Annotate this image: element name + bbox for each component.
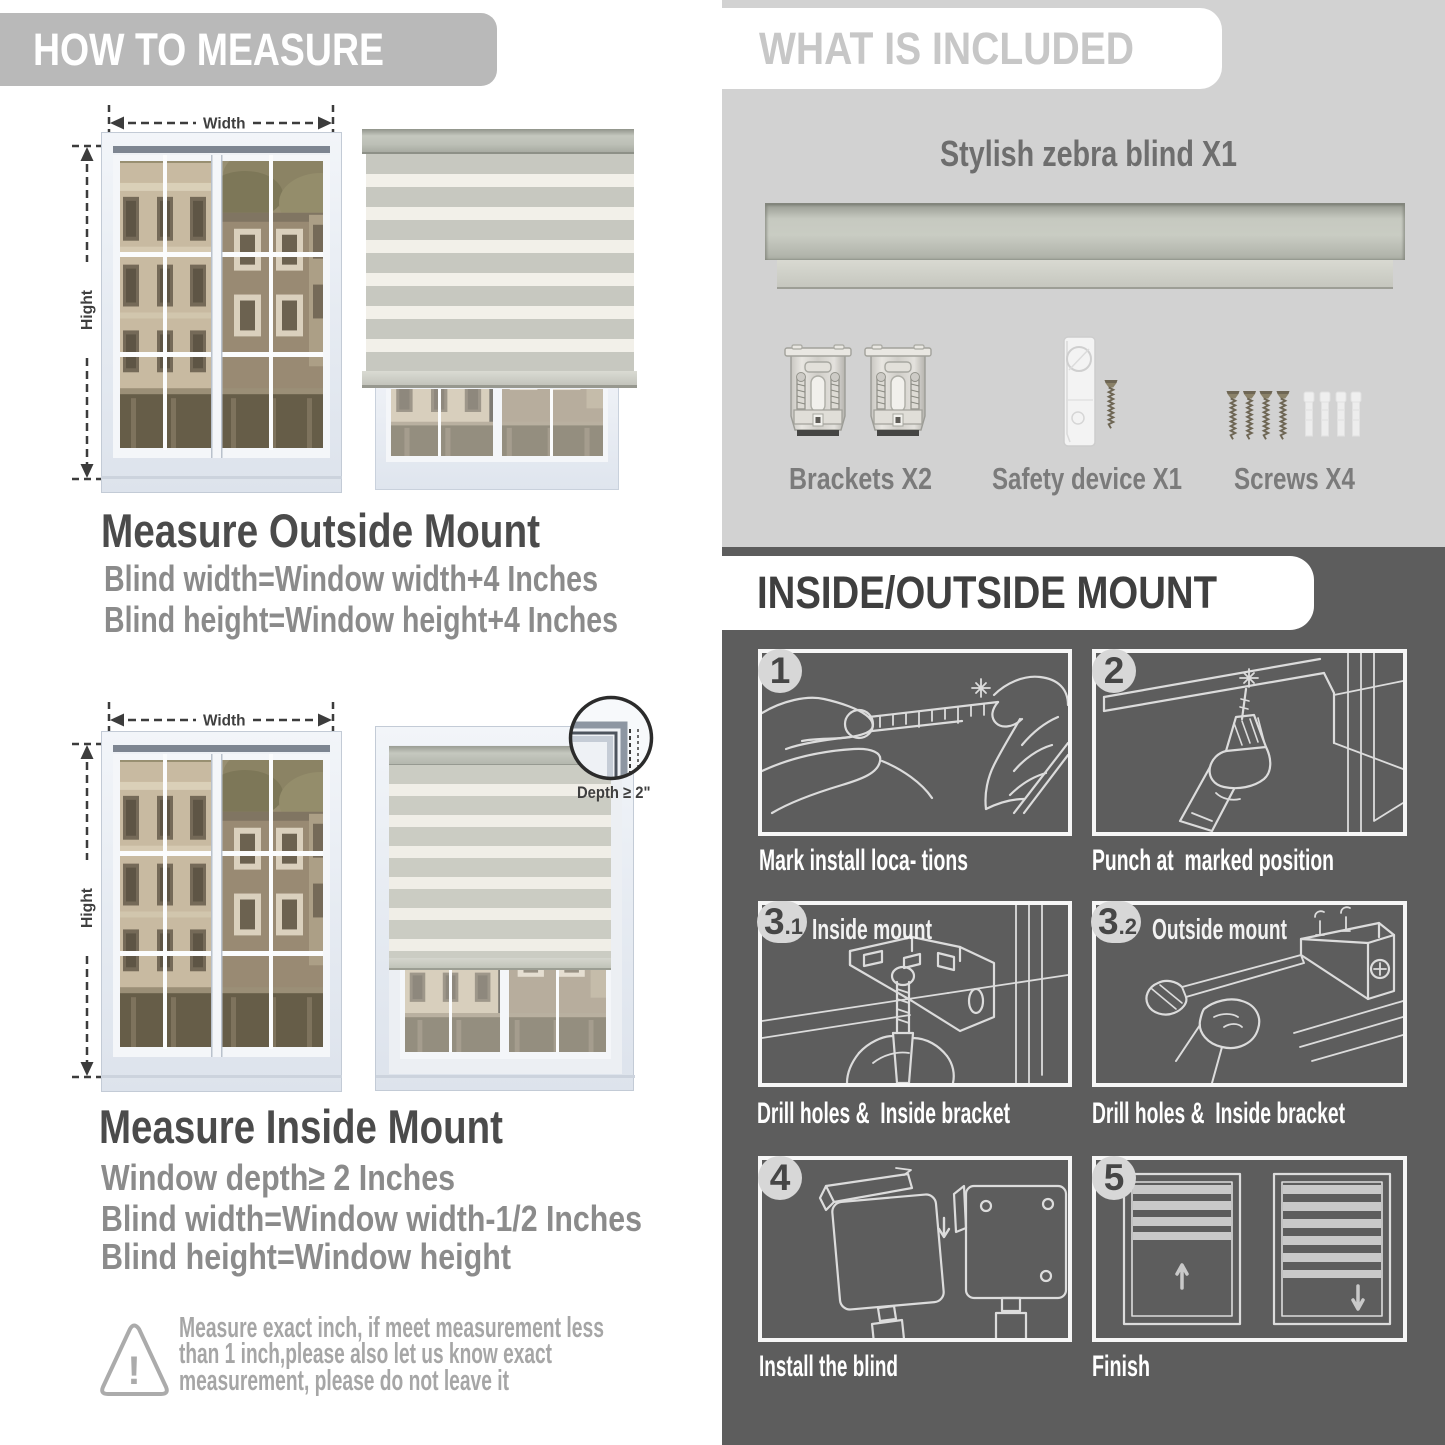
svg-text:Width: Width (203, 116, 246, 133)
svg-text:Hight: Hight (79, 290, 96, 330)
svg-text:Hight: Hight (79, 888, 96, 928)
svg-text:!: ! (127, 1349, 140, 1393)
svg-text:Width: Width (203, 713, 246, 730)
